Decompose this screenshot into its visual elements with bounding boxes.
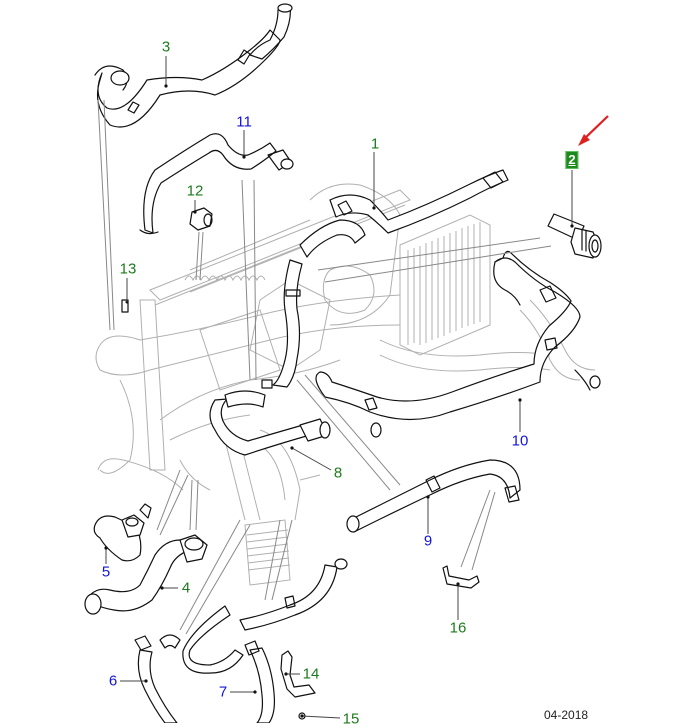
part-14-bracket[interactable] (280, 650, 316, 698)
part-12-clamp[interactable] (189, 207, 213, 231)
callout-13[interactable]: 13 (119, 260, 137, 278)
part-13-bleed-screw[interactable] (121, 299, 129, 313)
part-9-hose[interactable] (346, 459, 521, 533)
callout-12[interactable]: 12 (186, 182, 204, 200)
date-stamp: 04-2018 (544, 708, 589, 722)
callout-16[interactable]: 16 (449, 619, 467, 637)
part-5-hose[interactable] (93, 503, 152, 562)
callout-2-highlighted[interactable]: 2 (565, 151, 579, 169)
callout-4[interactable]: 4 (181, 579, 191, 597)
callout-7[interactable]: 7 (218, 683, 228, 701)
part-4-hose[interactable] (84, 534, 208, 615)
part-10-hose[interactable] (315, 250, 601, 438)
part-7-hose[interactable] (182, 558, 348, 723)
callout-9[interactable]: 9 (423, 532, 433, 550)
callout-6[interactable]: 6 (108, 672, 118, 690)
engine-assembly-background (95, 183, 596, 586)
callout-1[interactable]: 1 (370, 135, 380, 153)
callout-11[interactable]: 11 (236, 113, 252, 131)
part-8-hose[interactable] (209, 379, 331, 456)
part-6-hose[interactable] (134, 634, 181, 723)
callout-14[interactable]: 14 (302, 665, 320, 683)
leader-lines (97, 56, 574, 719)
part-11-hose[interactable] (139, 133, 294, 235)
callout-15[interactable]: 15 (342, 710, 360, 728)
part-16-bracket[interactable] (442, 565, 480, 589)
highlight-arrow-icon (578, 115, 609, 146)
callout-10[interactable]: 10 (511, 432, 529, 450)
part-2-quick-connector[interactable] (547, 213, 602, 259)
callout-3[interactable]: 3 (161, 38, 171, 56)
part-1-hose[interactable] (272, 169, 509, 388)
part-3-hose[interactable] (94, 3, 293, 128)
callout-8[interactable]: 8 (333, 464, 343, 482)
callout-5[interactable]: 5 (101, 563, 111, 581)
